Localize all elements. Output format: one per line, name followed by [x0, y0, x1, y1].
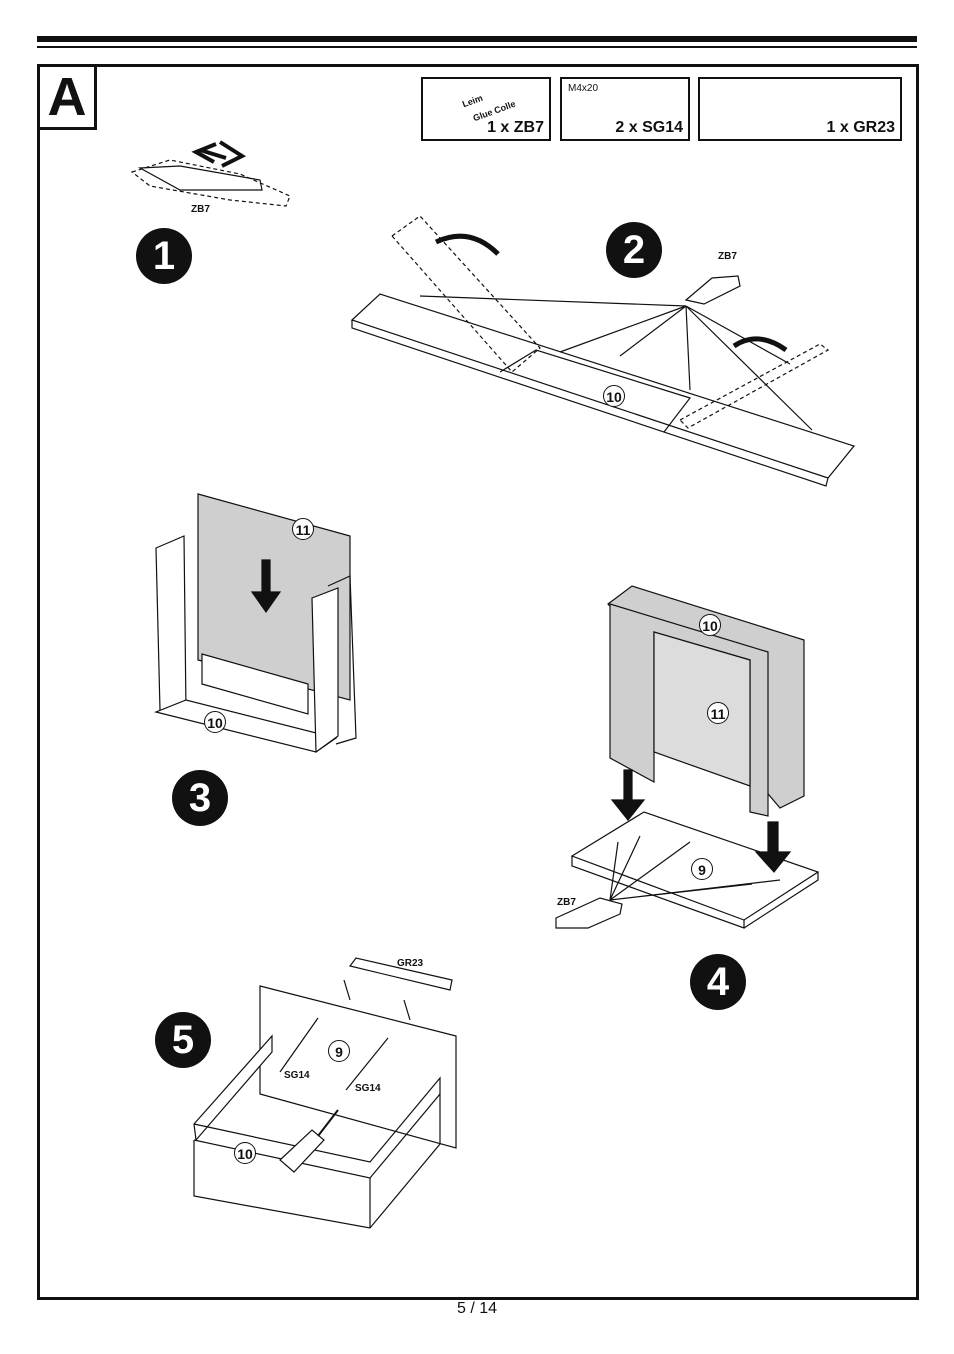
step-number-5: 5	[155, 1012, 211, 1068]
section-label: A	[40, 67, 97, 130]
step2-panel-drawing	[350, 215, 856, 487]
step-number-3: 3	[172, 770, 228, 826]
step4-part-9: 9	[691, 858, 713, 880]
part-qty-glue: 1 x ZB7	[487, 119, 544, 136]
step5-handle-code: GR23	[397, 958, 424, 969]
part-spec-screw: M4x20	[568, 83, 599, 94]
step5-drawer-drawing	[193, 957, 457, 1229]
step3-frame-drawing	[154, 493, 357, 754]
step2-part-10: 10	[603, 385, 625, 407]
part-qty-handle: 1 x GR23	[826, 119, 895, 136]
step-number-2: 2	[606, 222, 662, 278]
part-box-handle: 1 x GR23	[698, 77, 902, 141]
header-rule-thin	[37, 46, 917, 48]
header-rule	[37, 36, 917, 42]
part-qty-screw: 2 x SG14	[615, 119, 683, 136]
step3-part-11: 11	[292, 518, 314, 540]
step5-part-9: 9	[328, 1040, 350, 1062]
step3-part-10: 10	[204, 711, 226, 733]
page-number: 5 / 14	[456, 1300, 498, 1317]
step4-cabinet-drawing	[555, 585, 820, 929]
step4-part-11: 11	[707, 702, 729, 724]
step4-part-10: 10	[699, 614, 721, 636]
step5-part-10: 10	[234, 1142, 256, 1164]
part-box-screw: M4x20 2 x SG14	[560, 77, 690, 141]
part-box-glue: 1 x ZB7	[421, 77, 551, 141]
step2-tube-code: ZB7	[718, 251, 737, 262]
step1-tube-code: ZB7	[191, 204, 210, 215]
step-number-4: 4	[690, 954, 746, 1010]
step5-screw-code-b: SG14	[355, 1083, 381, 1094]
step-number-1: 1	[136, 228, 192, 284]
step4-tube-code: ZB7	[557, 897, 576, 908]
step5-screw-code-a: SG14	[284, 1070, 310, 1081]
instruction-frame	[37, 64, 919, 1300]
step1-glue-drawing	[130, 140, 291, 207]
